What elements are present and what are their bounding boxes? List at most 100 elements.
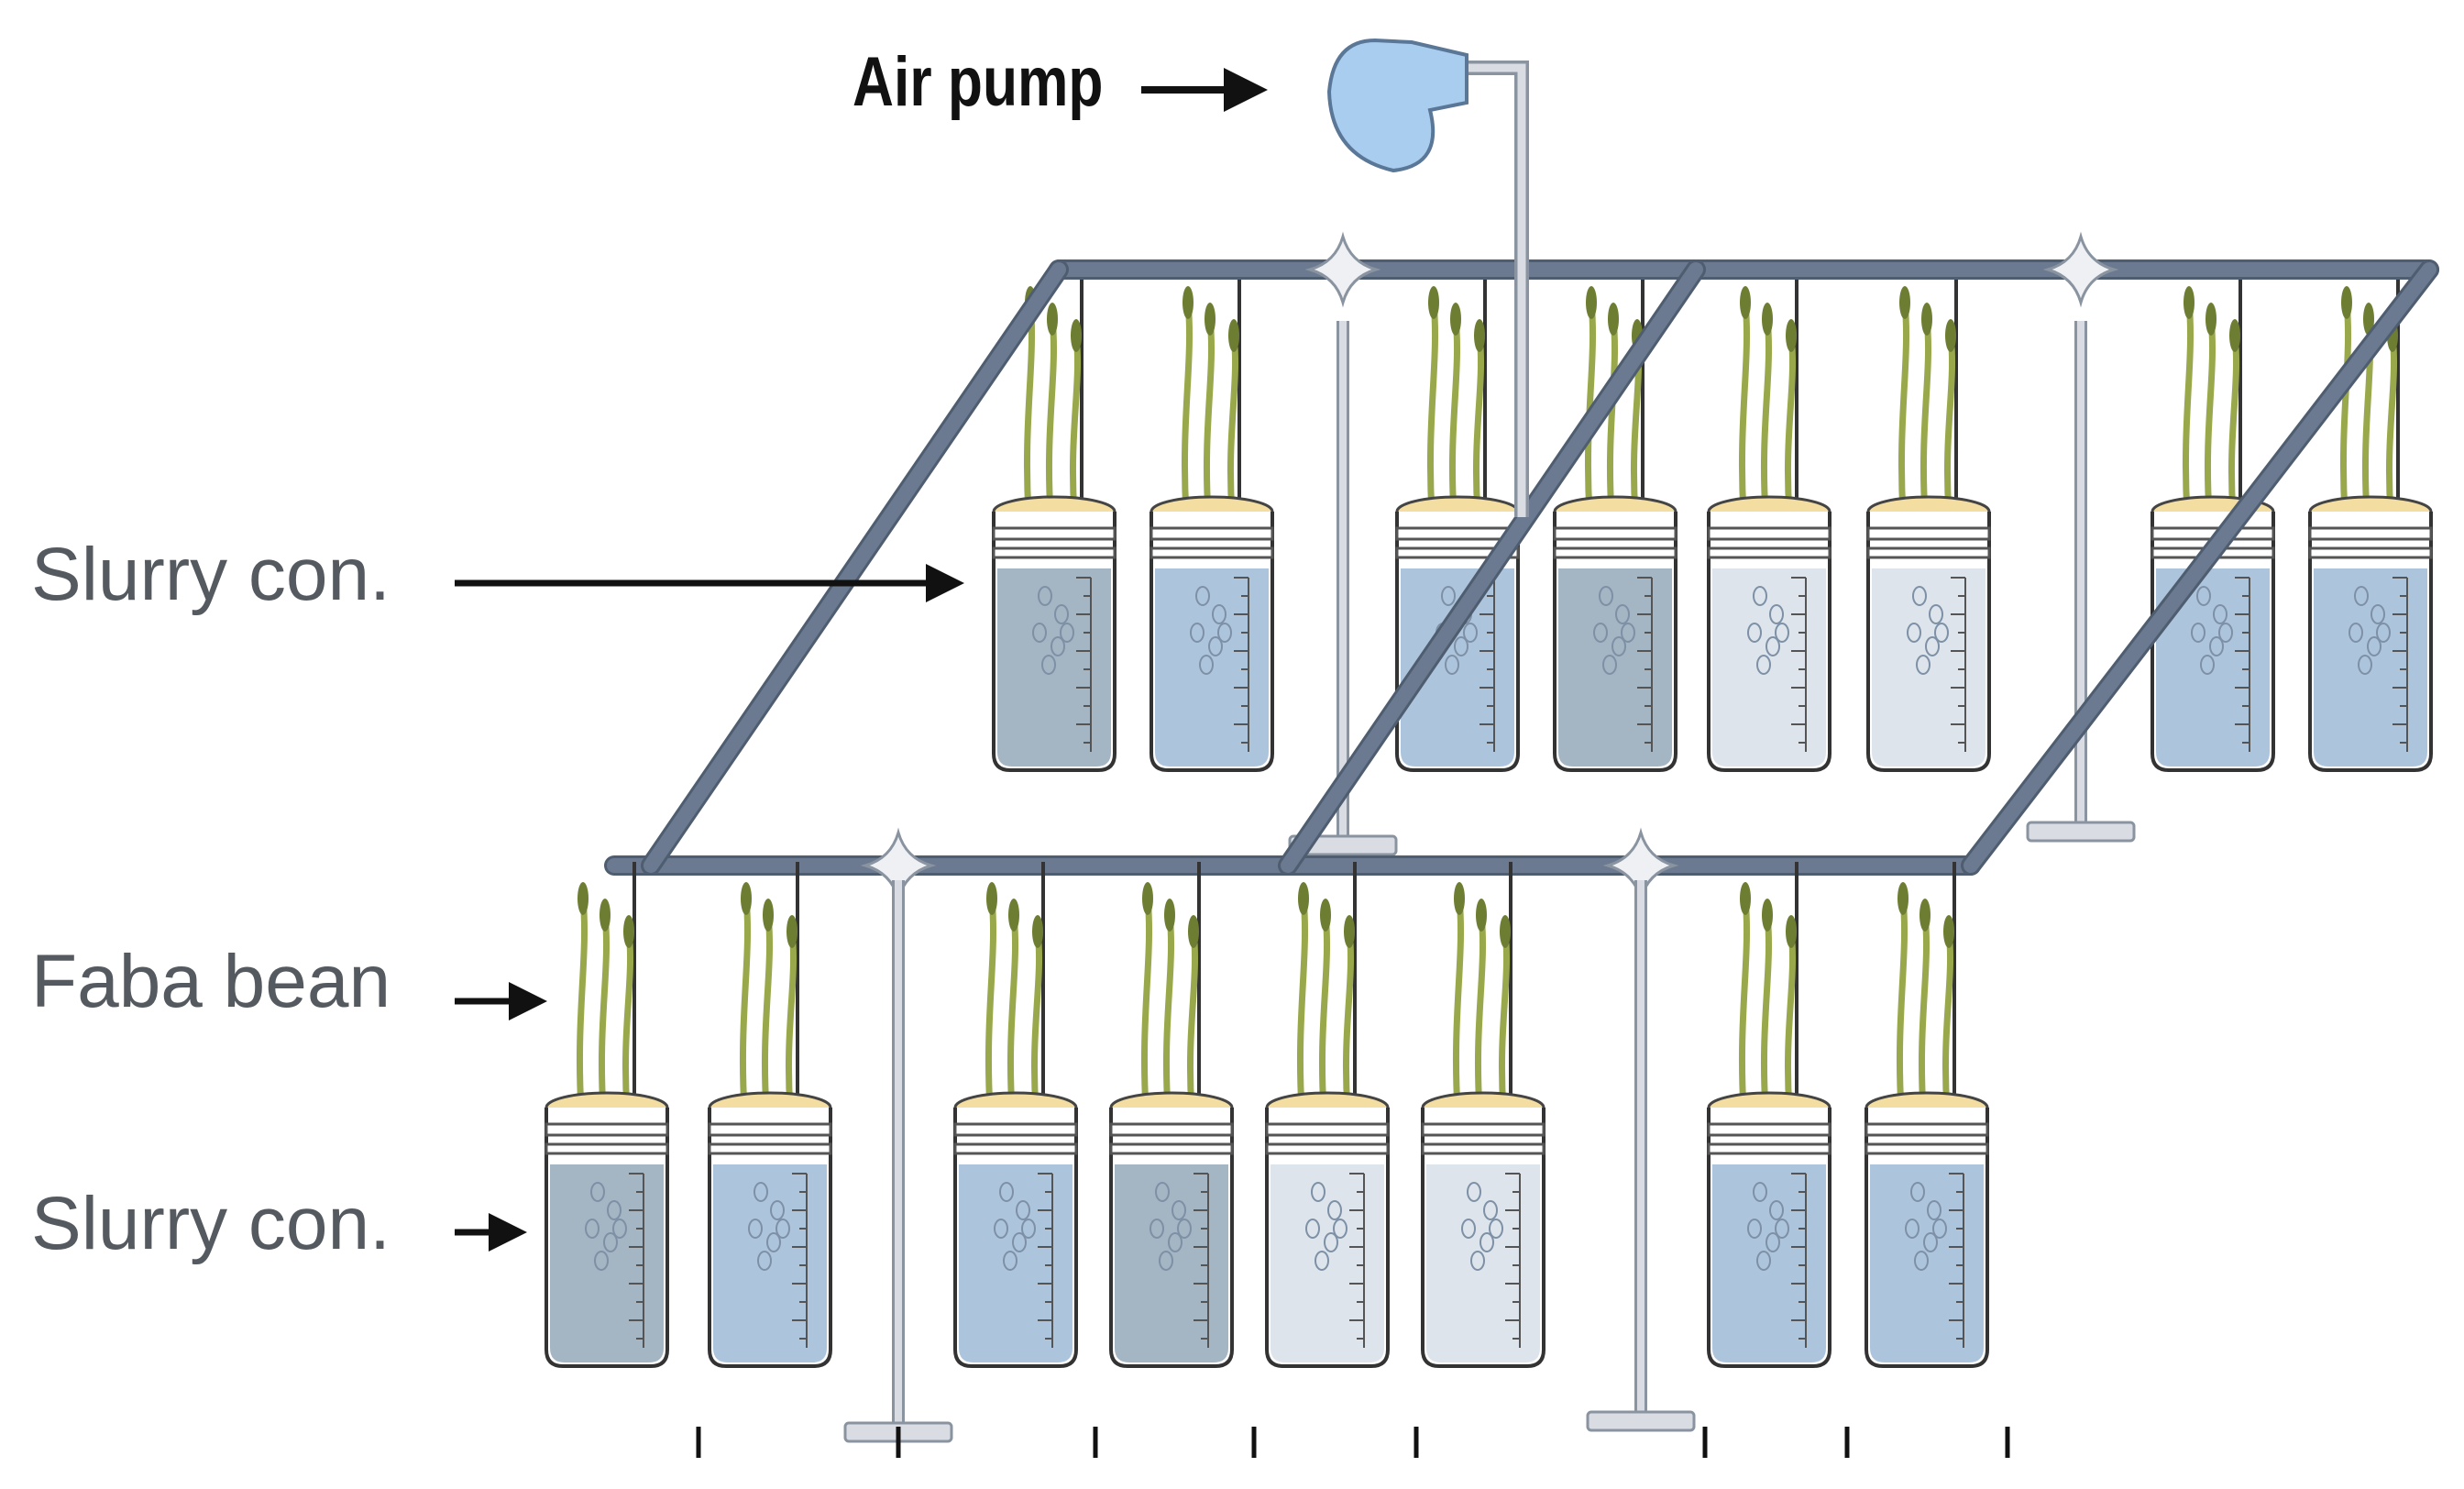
bubble bbox=[1445, 655, 1459, 675]
bubble bbox=[1150, 1219, 1164, 1239]
sprout-stem bbox=[1898, 299, 1910, 517]
jar-band bbox=[1553, 526, 1678, 541]
bubble bbox=[1195, 586, 1210, 606]
bubble bbox=[1480, 1232, 1494, 1252]
bubble bbox=[2200, 655, 2215, 675]
jar bbox=[1864, 862, 1989, 1368]
jar-band bbox=[2308, 526, 2433, 541]
bubble bbox=[1461, 1219, 1476, 1239]
sprout-stem bbox=[1896, 895, 1908, 1113]
bubble bbox=[1441, 586, 1456, 606]
sprout-tip bbox=[1500, 915, 1511, 948]
jar-band bbox=[1864, 1122, 1989, 1137]
bubble bbox=[1593, 623, 1608, 643]
bubble bbox=[2376, 623, 2391, 643]
bubble bbox=[1311, 1182, 1326, 1202]
bubble bbox=[2348, 623, 2363, 643]
jar-band bbox=[992, 546, 1116, 559]
sprout-stem bbox=[1452, 895, 1465, 1113]
bubble bbox=[776, 1219, 790, 1239]
bubble bbox=[1016, 1200, 1030, 1220]
sprout-stem bbox=[1474, 911, 1487, 1113]
bubble bbox=[1454, 636, 1468, 656]
bubble bbox=[1324, 1232, 1338, 1252]
sprout-stem bbox=[2204, 315, 2216, 517]
bubble bbox=[1766, 636, 1780, 656]
sprout-tip bbox=[741, 882, 752, 915]
sprout-stem bbox=[1584, 299, 1597, 517]
jar bbox=[544, 862, 669, 1368]
bubble bbox=[2370, 604, 2385, 624]
jar-band bbox=[1395, 526, 1520, 541]
sprout-tip bbox=[1188, 915, 1199, 948]
jar-band bbox=[1866, 546, 1991, 559]
bubble bbox=[1907, 623, 1921, 643]
cross-connector bbox=[2042, 231, 2119, 308]
bubble bbox=[1769, 604, 1784, 624]
bubble bbox=[1615, 604, 1630, 624]
sprout-stem bbox=[1023, 299, 1036, 517]
sprout-stem bbox=[739, 895, 752, 1113]
sprout-tip bbox=[1474, 319, 1485, 352]
jar-band bbox=[1707, 526, 1832, 541]
aeration-frame bbox=[604, 231, 2439, 904]
jar bbox=[1866, 266, 1991, 772]
jar-band bbox=[1395, 546, 1520, 559]
jar-band bbox=[1707, 1142, 1832, 1155]
sprout-tip bbox=[2229, 319, 2240, 352]
jar-band bbox=[1553, 546, 1678, 559]
bubble bbox=[1470, 1251, 1485, 1271]
sprout-stem bbox=[1606, 315, 1619, 517]
jar-band bbox=[992, 526, 1116, 541]
sprout-tip bbox=[1344, 915, 1355, 948]
sprout-tip bbox=[1920, 899, 1930, 932]
ground-ticks bbox=[696, 1427, 2010, 1458]
sprout-stem bbox=[1296, 895, 1309, 1113]
bubble bbox=[1775, 1219, 1789, 1239]
frame-left-rail-fill bbox=[644, 262, 1066, 873]
sprout-stem bbox=[984, 895, 997, 1113]
bubble bbox=[1208, 636, 1223, 656]
sprout-tip bbox=[1898, 882, 1908, 915]
sprout-tip bbox=[1899, 286, 1910, 319]
bubble bbox=[2191, 623, 2206, 643]
bubble bbox=[603, 1232, 618, 1252]
bubble bbox=[1747, 1219, 1762, 1239]
sprout-tip bbox=[2341, 286, 2352, 319]
bubble bbox=[1602, 655, 1617, 675]
bubble bbox=[994, 1219, 1008, 1239]
bubble bbox=[1155, 1182, 1170, 1202]
sprout-stem bbox=[1738, 895, 1751, 1113]
sprout-tip bbox=[2184, 286, 2194, 319]
bubble bbox=[1032, 623, 1047, 643]
bubble bbox=[1190, 623, 1204, 643]
bubble bbox=[1159, 1251, 1173, 1271]
bubble bbox=[1333, 1219, 1348, 1239]
sprout-stem bbox=[2182, 299, 2194, 517]
bubble bbox=[1483, 1200, 1498, 1220]
bubble bbox=[2196, 586, 2211, 606]
sprout-stem bbox=[1472, 332, 1485, 517]
slurry-con-label-bottom: Slurry con. bbox=[31, 1182, 390, 1265]
sprout-stem bbox=[1448, 315, 1461, 517]
jar bbox=[992, 266, 1116, 772]
bubble bbox=[1467, 1182, 1481, 1202]
sprout-tip bbox=[1786, 319, 1797, 352]
pump-pipe-fill bbox=[1467, 63, 1526, 517]
bubble bbox=[757, 1251, 772, 1271]
sprout-tip bbox=[1450, 303, 1461, 336]
air-pump-label: Air pump bbox=[852, 43, 1104, 121]
bubble bbox=[1912, 586, 1927, 606]
jar bbox=[2150, 266, 2275, 772]
jar bbox=[1421, 862, 1546, 1368]
bubble bbox=[1172, 1200, 1186, 1220]
sprout-tip bbox=[1204, 303, 1216, 336]
bubble bbox=[1054, 604, 1069, 624]
bubble bbox=[1929, 604, 1943, 624]
jar-band bbox=[953, 1142, 1078, 1155]
bubble bbox=[1168, 1232, 1182, 1252]
jar-band bbox=[1150, 526, 1274, 541]
sprout-stem bbox=[1069, 332, 1082, 517]
bubble bbox=[999, 1182, 1014, 1202]
